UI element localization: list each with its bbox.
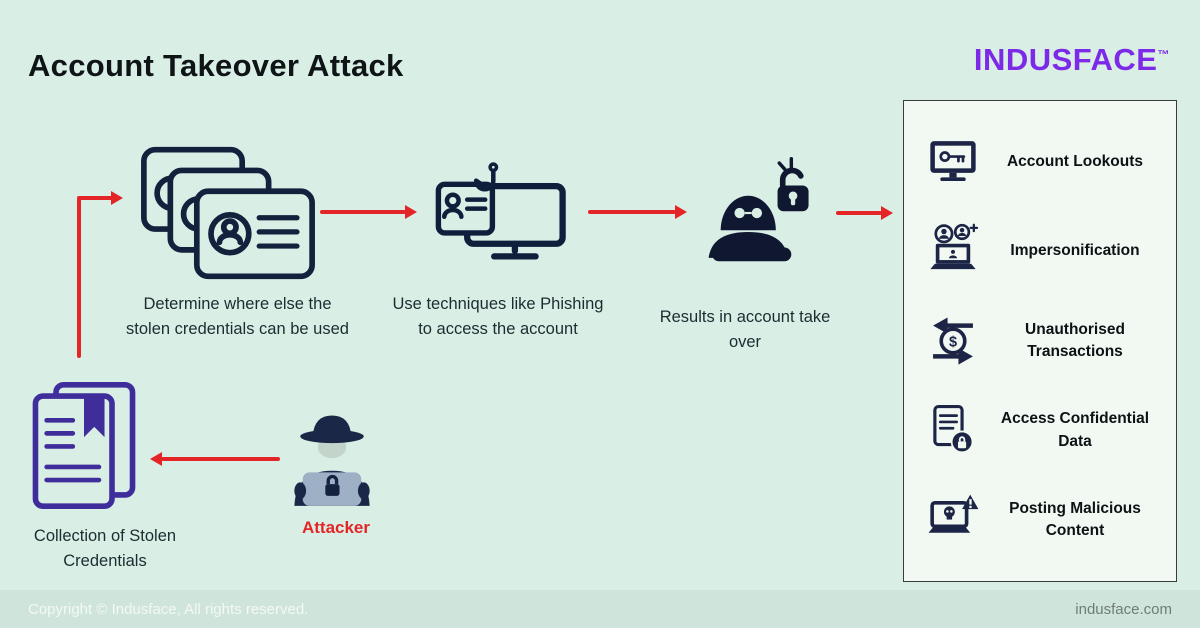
- hacker-unlocked-padlock-icon: [708, 157, 809, 262]
- panel-row-account-lookouts: Account Lookouts: [912, 117, 1168, 207]
- footer-band: [0, 590, 1200, 628]
- arrow-vertical-segment: [77, 198, 81, 358]
- panel-item-label: Posting Malicious Content: [1009, 499, 1141, 540]
- arrow-line: [320, 210, 406, 214]
- arrow-line: [161, 457, 280, 461]
- panel-row-access-confidential-data: Access Confidential Data: [912, 386, 1168, 476]
- consequences-panel: Account Lookouts Im: [903, 100, 1177, 582]
- document-lock-icon: [933, 404, 974, 453]
- money-exchange-icon: $: [933, 317, 973, 365]
- panel-item-label: Access Confidential Data: [1000, 410, 1150, 450]
- arrowhead-right-icon: [111, 191, 123, 205]
- step3-label: Results in account take over: [659, 308, 831, 351]
- trademark-symbol: ™: [1157, 47, 1170, 62]
- attacker-label: Attacker: [301, 518, 371, 537]
- brand-logo: INDUSFACE™: [974, 42, 1170, 78]
- arrowhead-right-icon: [675, 205, 687, 219]
- step2-label: Use techniques like Phishing to access t…: [392, 295, 604, 338]
- arrow-line: [836, 211, 882, 215]
- panel-item-label: Unauthorised Transactions: [1025, 320, 1125, 360]
- panel-row-unauthorised-transactions: $ Unauthorised Transactions: [912, 296, 1168, 386]
- panel-icon-wrap: [912, 222, 994, 280]
- arrowhead-right-icon: [881, 206, 893, 220]
- footer-website: indusface.com: [1075, 601, 1172, 618]
- stolen-credentials-documents-icon: [32, 382, 136, 509]
- arrow-horizontal-segment: [77, 196, 113, 200]
- stacked-browser-windows-icon: [141, 146, 315, 280]
- attacker-icon: [294, 415, 370, 506]
- panel-icon-wrap: [912, 402, 994, 460]
- arrow-line: [588, 210, 676, 214]
- arrowhead-left-icon: [150, 452, 162, 466]
- step1-label: Determine where else the stolen credenti…: [126, 295, 349, 338]
- page-title: Account Takeover Attack: [28, 48, 404, 83]
- arrowhead-right-icon: [405, 205, 417, 219]
- footer-copyright: Copyright © Indusface, All rights reserv…: [28, 601, 309, 618]
- impersonation-users-icon: [930, 223, 979, 270]
- svg-text:$: $: [949, 334, 957, 350]
- laptop-warning-skull-icon: [928, 494, 979, 533]
- panel-icon-wrap: [912, 133, 994, 191]
- collection-label: Collection of Stolen Credentials: [33, 527, 177, 570]
- panel-icon-wrap: [912, 491, 994, 549]
- panel-row-impersonification: Impersonification: [912, 207, 1168, 297]
- brand-logo-text: INDUSFACE: [973, 42, 1158, 77]
- phishing-id-card-icon: [435, 162, 566, 260]
- panel-item-label: Account Lookouts: [1006, 152, 1144, 170]
- monitor-key-icon: [930, 140, 976, 181]
- panel-row-posting-malicious-content: Posting Malicious Content: [912, 475, 1168, 565]
- panel-icon-wrap: $: [912, 312, 994, 370]
- panel-item-label: Impersonification: [1010, 242, 1140, 260]
